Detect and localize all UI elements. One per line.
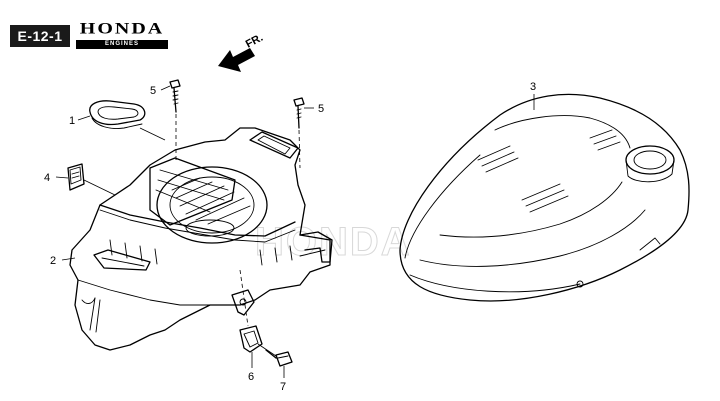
callout-2: 2 bbox=[50, 255, 56, 267]
part-4-clip bbox=[67, 163, 85, 191]
honda-engines-logo: HONDA ENGINES bbox=[76, 20, 168, 50]
callout-4: 4 bbox=[44, 172, 50, 184]
brand-name: HONDA bbox=[79, 20, 165, 38]
part-7-bolt bbox=[265, 349, 293, 367]
part-5-bolt-upper bbox=[169, 79, 181, 113]
callout-5-right: 5 bbox=[318, 103, 324, 115]
part-3-engine-cover bbox=[399, 93, 690, 302]
brand-sub: ENGINES bbox=[76, 40, 168, 49]
part-6-collar bbox=[239, 325, 263, 353]
section-code-badge: E-12-1 bbox=[10, 25, 70, 47]
callout-3: 3 bbox=[530, 81, 536, 93]
callout-1: 1 bbox=[69, 115, 75, 127]
front-direction-arrow: FR. bbox=[218, 32, 265, 72]
part-5-bolt-right bbox=[293, 97, 305, 129]
part-2-fan-cover bbox=[69, 127, 333, 351]
callout-7: 7 bbox=[280, 381, 286, 393]
part-1-grommet bbox=[89, 100, 146, 129]
watermark: HONDA bbox=[255, 220, 412, 264]
callout-6: 6 bbox=[248, 371, 254, 383]
callout-5-upper: 5 bbox=[150, 85, 156, 97]
front-direction-label: FR. bbox=[244, 32, 265, 51]
